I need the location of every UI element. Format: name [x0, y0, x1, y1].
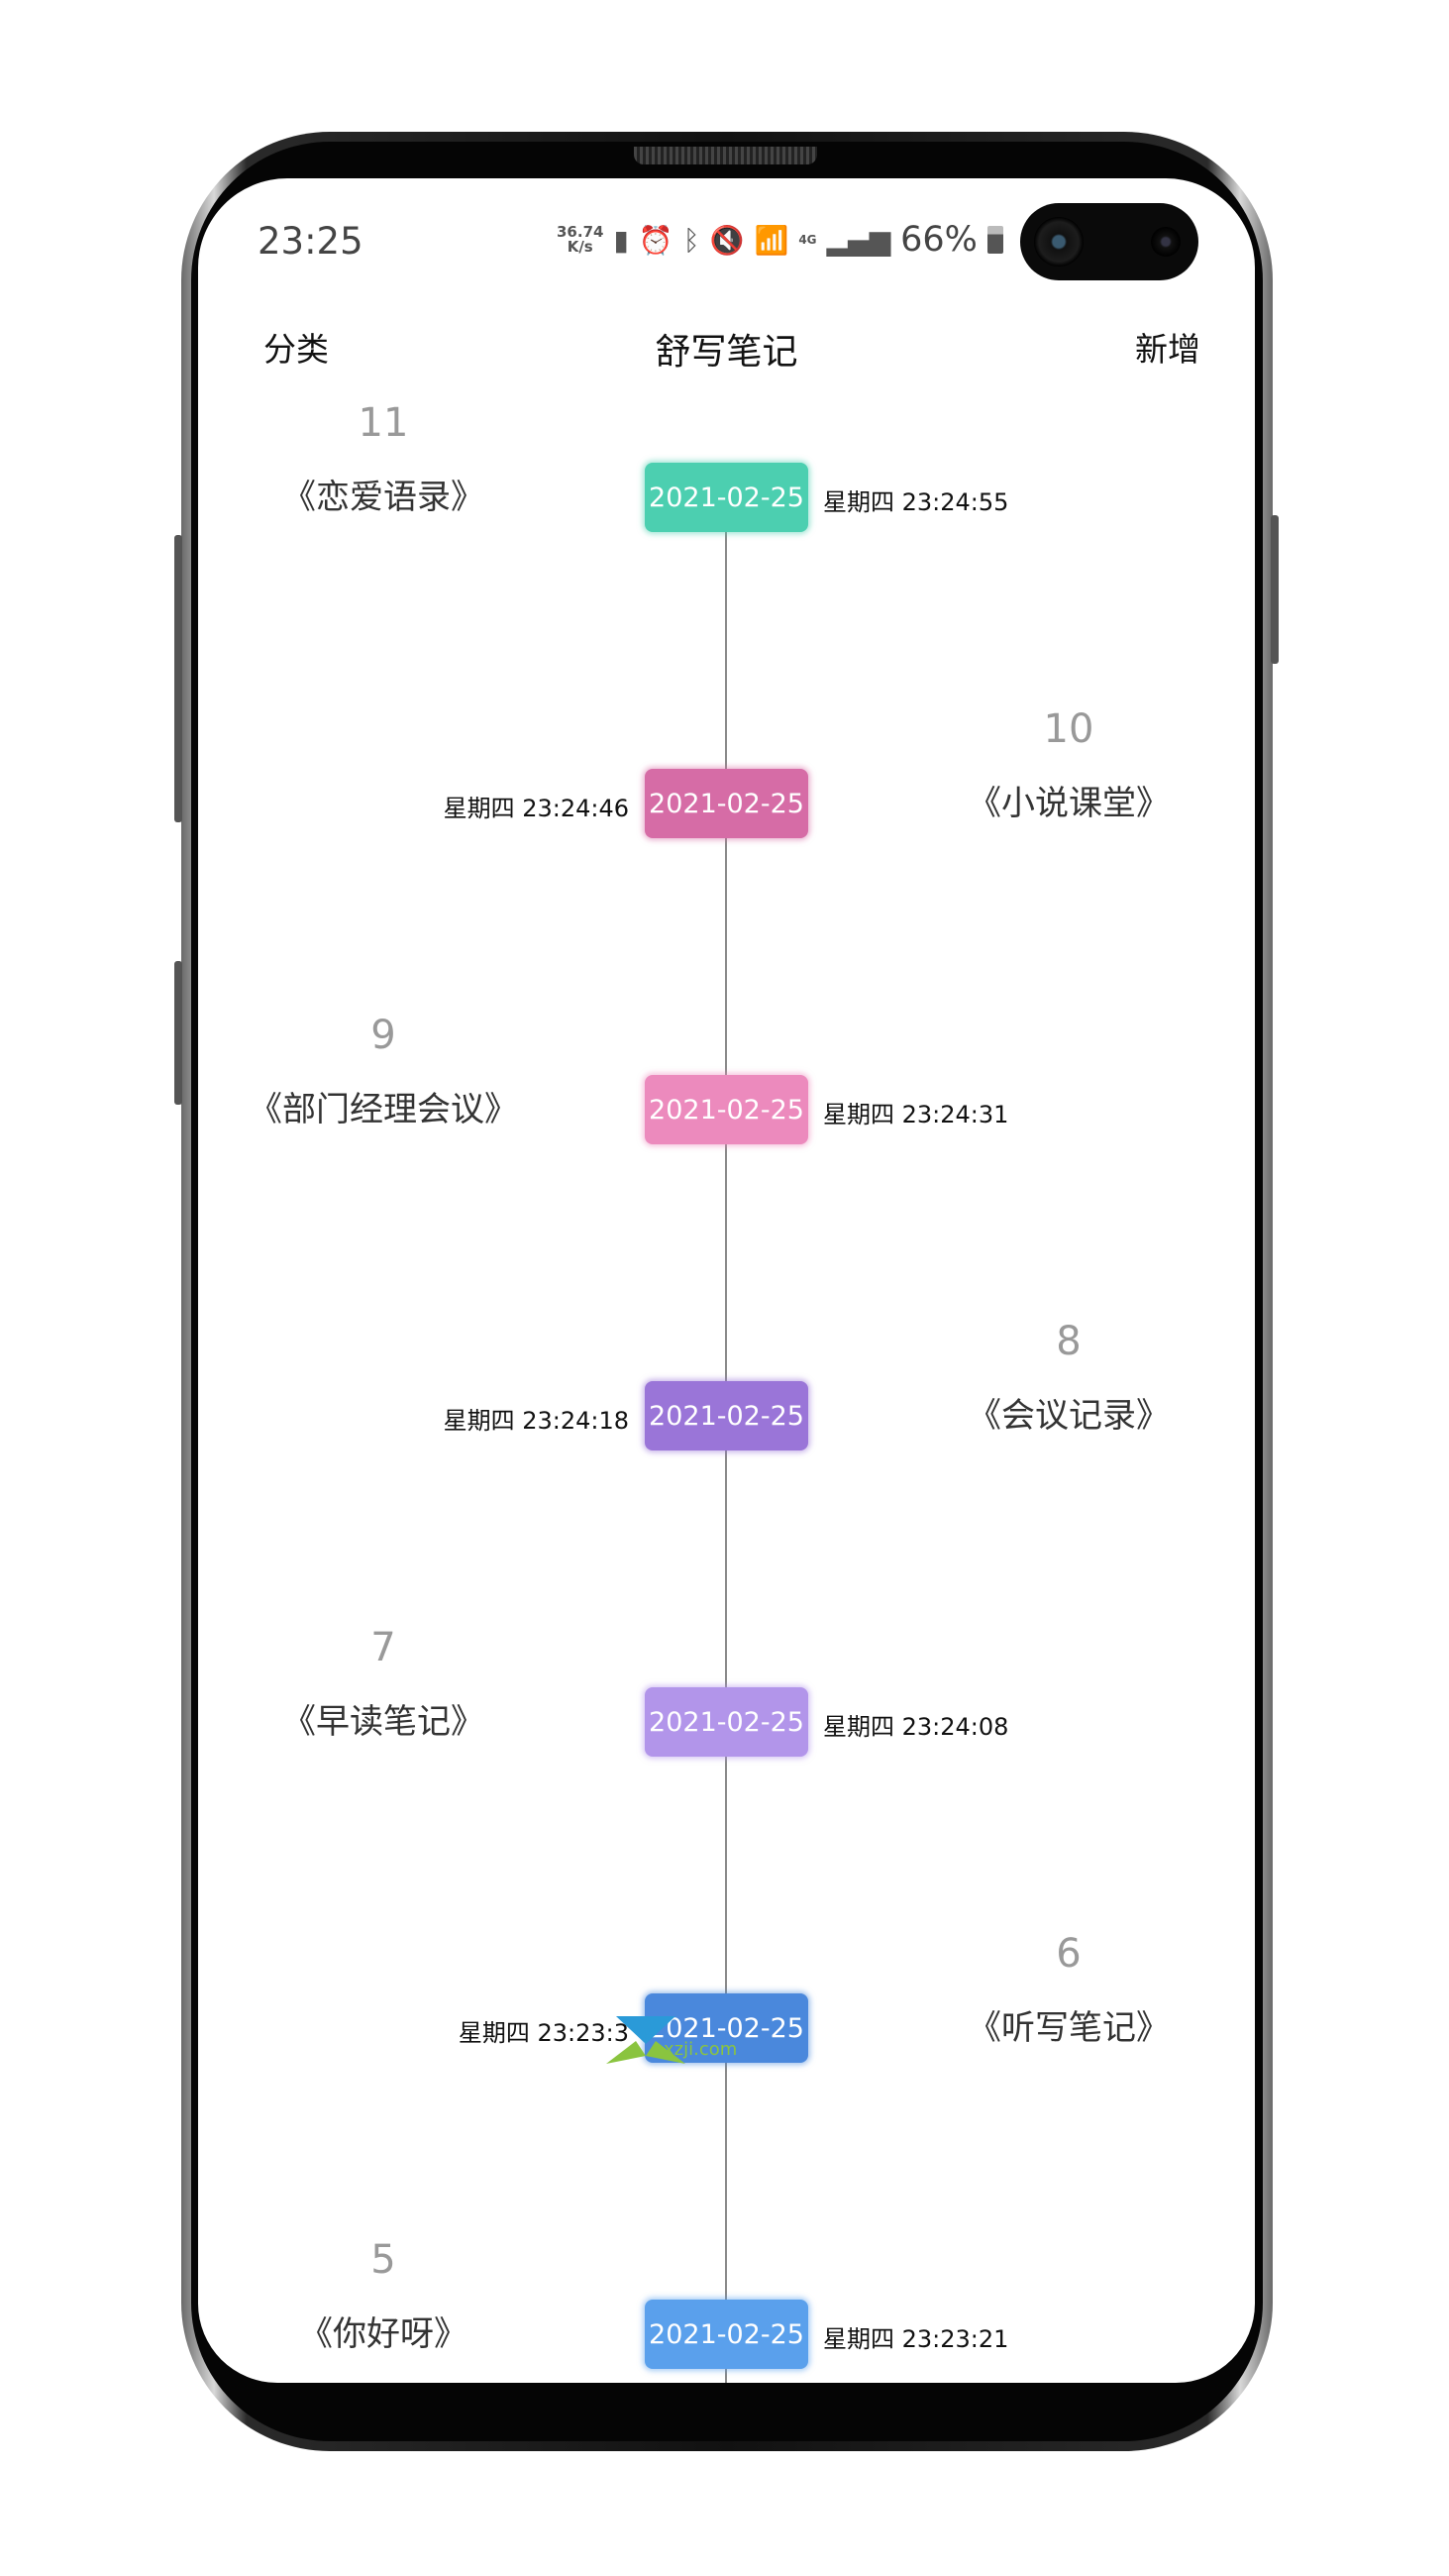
entry-number: 5 [370, 2237, 396, 2283]
entry-title[interactable]: 《部门经理会议》 [249, 1090, 518, 1129]
speed-unit: K/s [567, 238, 593, 256]
entry-time: 星期四 23:23:3 [458, 2019, 629, 2047]
entry-title[interactable]: 《早读笔记》 [282, 1702, 484, 1742]
category-button[interactable]: 分类 [263, 330, 329, 369]
entry-number: 9 [370, 1013, 396, 1058]
entry-number: 11 [358, 400, 409, 446]
volume-button [174, 535, 182, 822]
entry-time: 星期四 23:24:55 [823, 488, 1009, 516]
speed-value: 36.74 [557, 223, 604, 241]
front-camera [1020, 203, 1198, 280]
date-badge[interactable]: 2021-02-25 [645, 463, 808, 532]
watermark-logo [606, 2016, 685, 2064]
date-badge[interactable]: 2021-02-25 [645, 2300, 808, 2369]
entry-number: 10 [1043, 706, 1094, 752]
entry-title[interactable]: 《听写笔记》 [968, 2008, 1170, 2048]
bluetooth-icon: ᛒ [682, 223, 700, 257]
date-badge[interactable]: 2021-02-25 [645, 1687, 808, 1757]
wifi-icon: 📶 [754, 223, 789, 257]
entry-time: 星期四 23:24:08 [823, 1713, 1009, 1741]
entry-number: 7 [370, 1625, 396, 1670]
entry-time: 星期四 23:24:18 [443, 1407, 629, 1435]
date-badge[interactable]: 2021-02-25 [645, 1993, 808, 2063]
signal-icon: ▂▄▆ [826, 223, 891, 257]
status-time: 23:25 [258, 220, 363, 263]
battery-percent: 66% [900, 220, 978, 260]
entry-title[interactable]: 《恋爱语录》 [282, 478, 484, 517]
entry-time: 星期四 23:24:31 [823, 1101, 1009, 1128]
entry-title[interactable]: 《小说课堂》 [968, 784, 1170, 823]
battery-saver-icon: ▮ [613, 223, 629, 257]
power-button [1271, 515, 1279, 664]
entry-title[interactable]: 《会议记录》 [968, 1396, 1170, 1436]
network-type: 4G [798, 233, 817, 247]
entry-time: 星期四 23:24:46 [443, 795, 629, 822]
alarm-icon: ⏰ [638, 223, 673, 257]
earpiece-speaker [634, 147, 817, 164]
entry-time: 星期四 23:23:21 [823, 2325, 1009, 2353]
date-badge[interactable]: 2021-02-25 [645, 1381, 808, 1450]
battery-icon [986, 226, 1003, 254]
entry-title[interactable]: 《你好呀》 [299, 2314, 467, 2354]
mute-icon: 🔇 [709, 223, 745, 257]
bixby-button [174, 961, 182, 1105]
page-title: 舒写笔记 [655, 332, 798, 373]
date-badge[interactable]: 2021-02-25 [645, 1075, 808, 1144]
entry-number: 8 [1056, 1319, 1082, 1364]
watermark-text: xzji.com [664, 2039, 738, 2060]
add-button[interactable]: 新增 [1135, 330, 1200, 369]
entry-number: 6 [1056, 1931, 1082, 1977]
date-badge[interactable]: 2021-02-25 [645, 769, 808, 838]
